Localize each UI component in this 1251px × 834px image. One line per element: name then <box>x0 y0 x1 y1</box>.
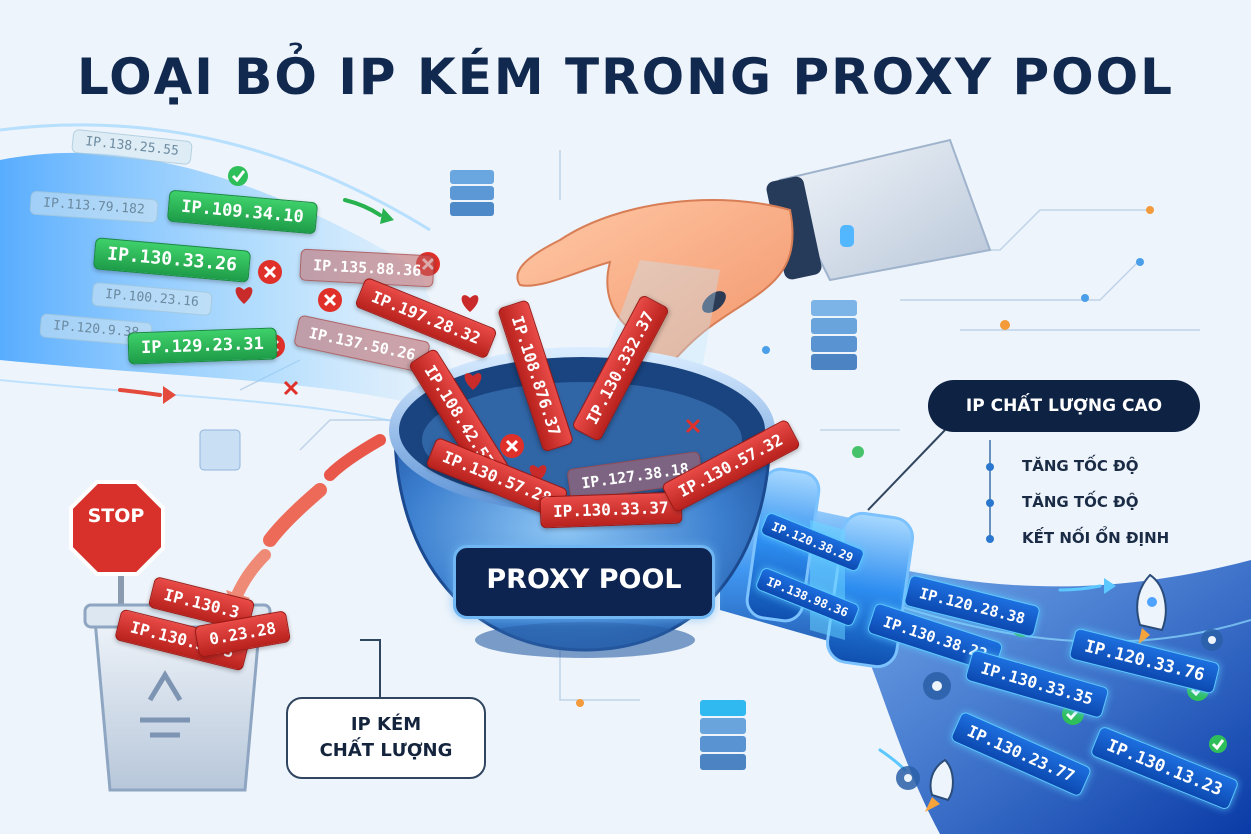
feature-item: TĂNG TỐC ĐỘ <box>1022 457 1139 475</box>
low-quality-line2: CHẤT LƯỢNG <box>319 740 453 761</box>
stop-sign-icon <box>69 480 165 615</box>
stop-sign-label: STOP <box>87 505 145 527</box>
low-quality-line1: IP KÉM <box>350 714 422 735</box>
ip-tag-incoming-good: IP.129.23.31 <box>127 327 278 365</box>
high-quality-callout: IP CHẤT LƯỢNG CAO <box>928 380 1200 432</box>
check-icon <box>228 166 248 186</box>
low-quality-callout: IP KÉM CHẤT LƯỢNG <box>286 697 486 779</box>
feature-item: KẾT NỐI ỔN ĐỊNH <box>1022 529 1170 547</box>
hand-icon <box>516 138 992 367</box>
proxy-pool-label: PROXY POOL <box>453 545 715 619</box>
recycle-icon <box>140 670 190 738</box>
feature-item: TĂNG TỐC ĐỘ <box>1022 493 1139 511</box>
ip-tag-in-pool: IP.130.33.37 <box>539 491 683 529</box>
page-title: LOẠI BỎ IP KÉM TRONG PROXY POOL <box>77 48 1174 106</box>
rocket-icon <box>1136 573 1167 645</box>
server-icon <box>450 170 494 216</box>
